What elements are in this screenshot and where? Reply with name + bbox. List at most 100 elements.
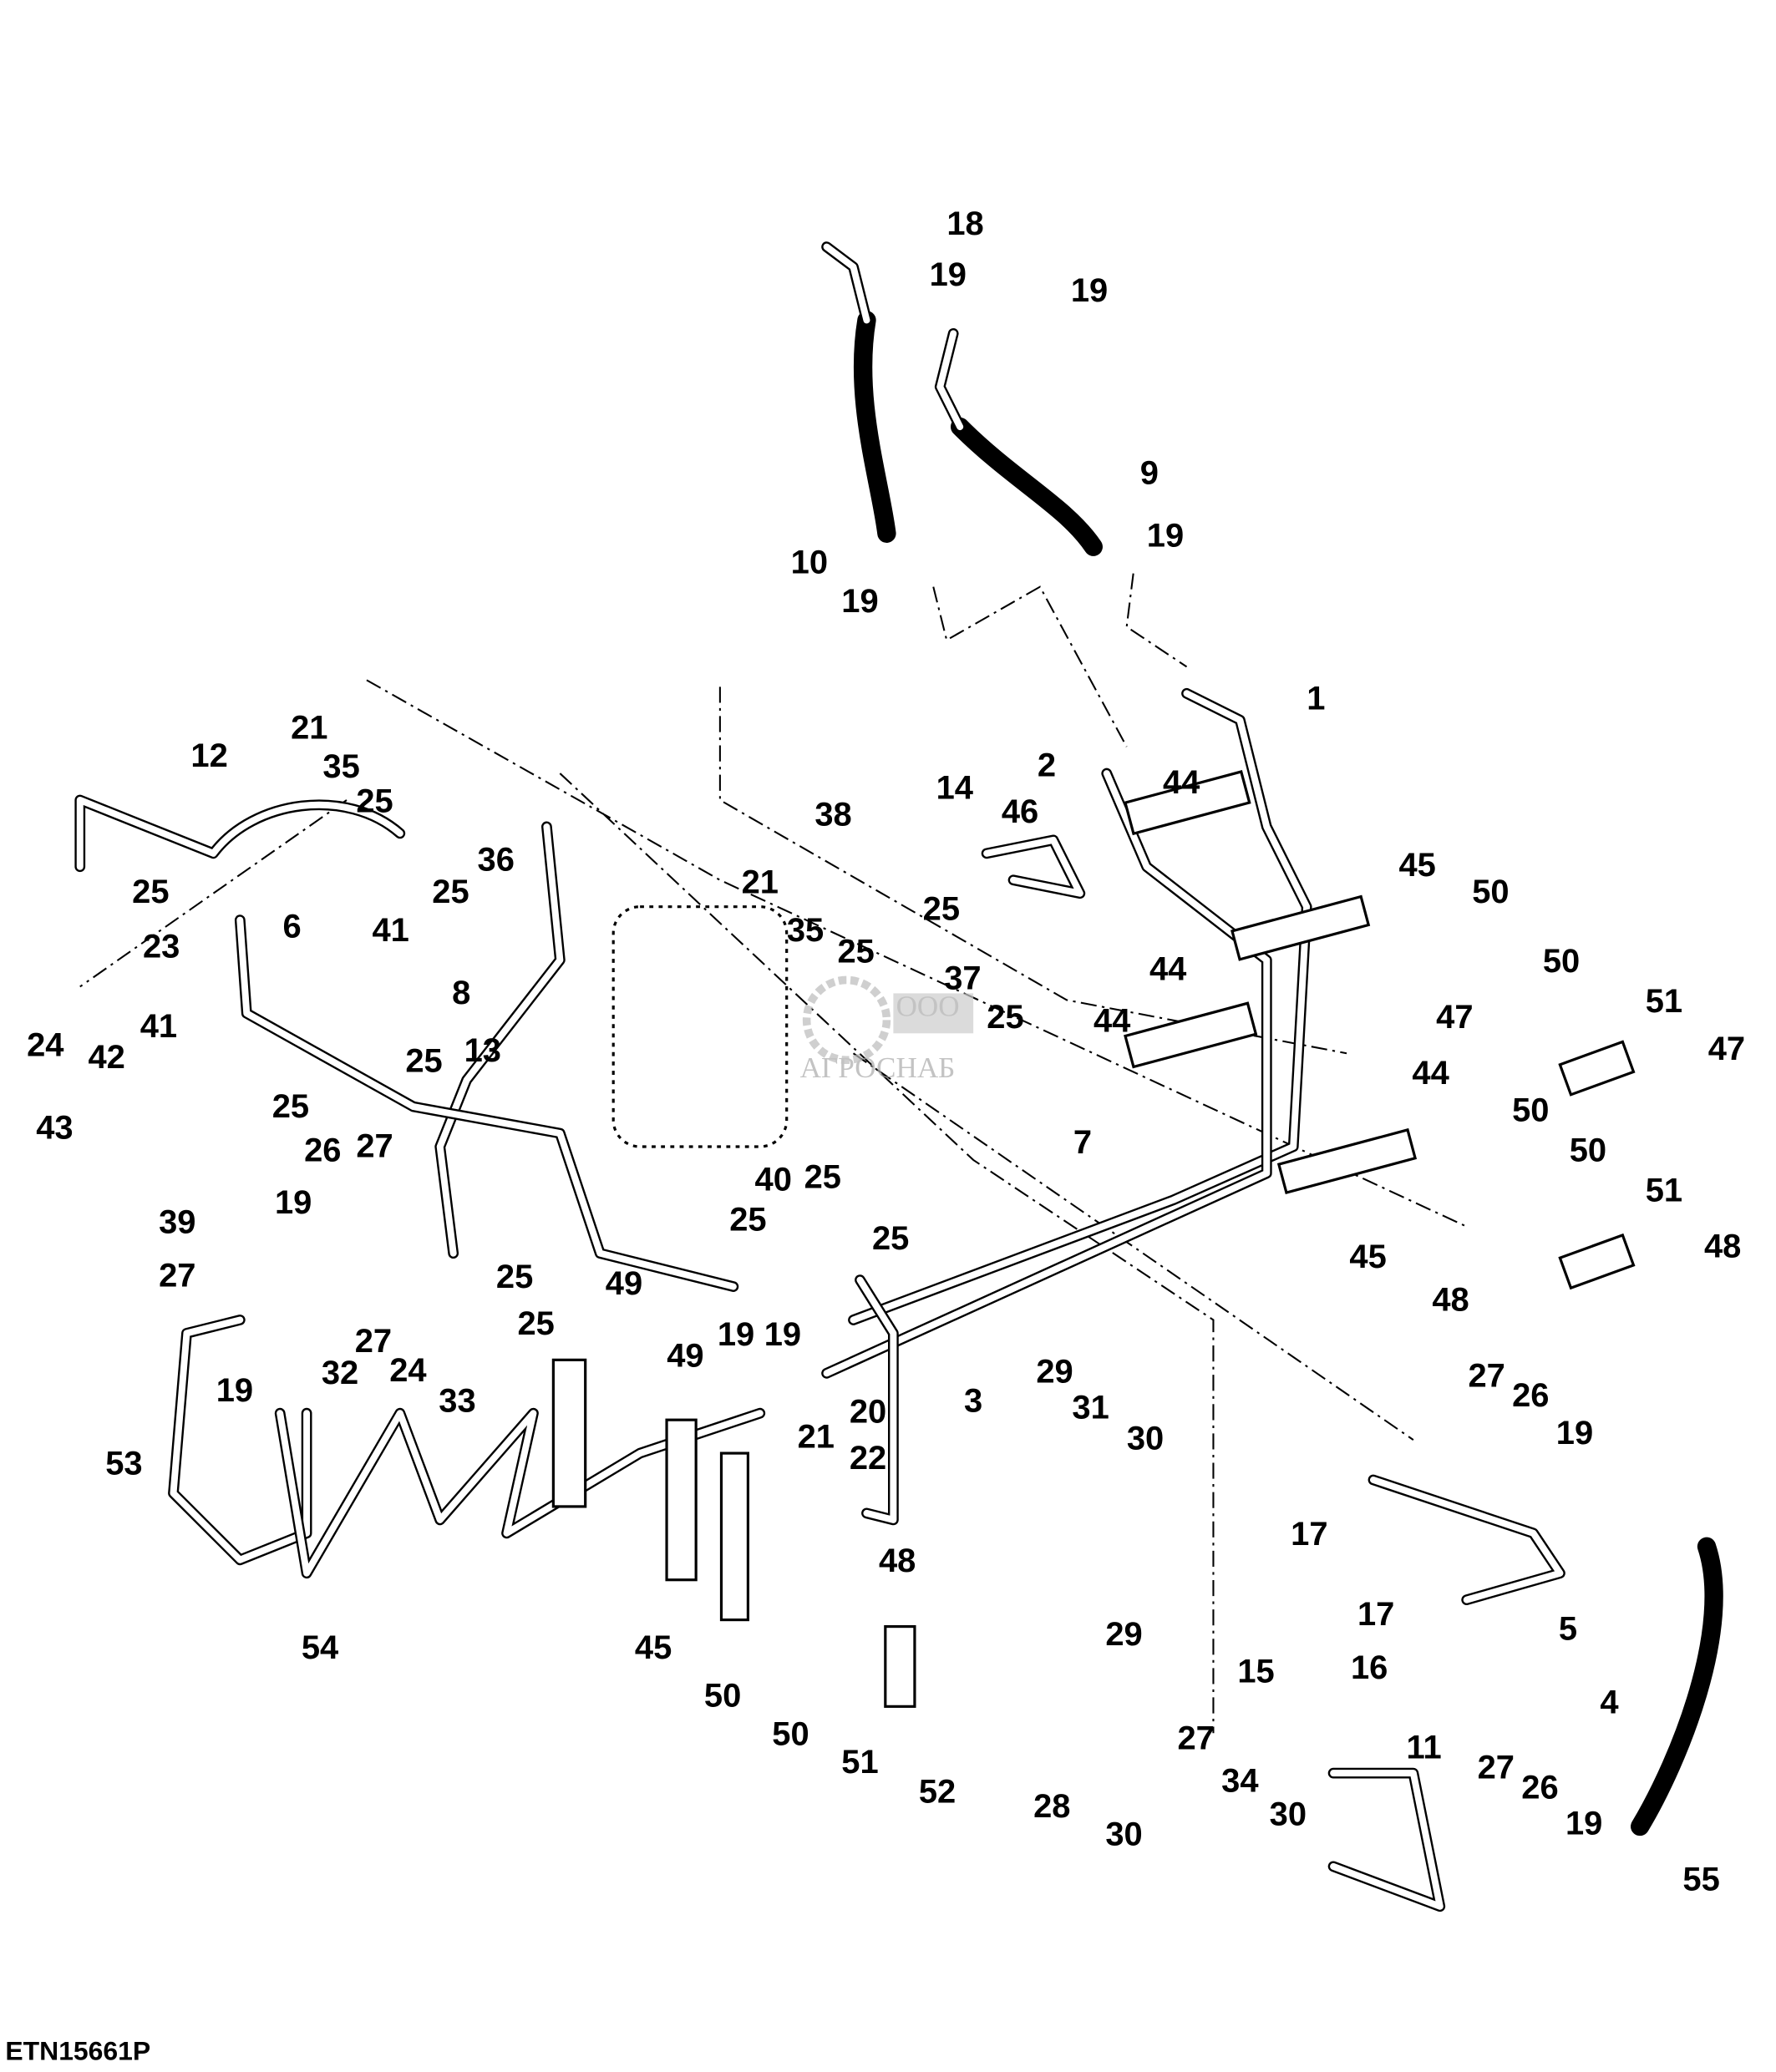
callout-label: 19	[216, 1372, 253, 1409]
callout-label: 19	[718, 1316, 754, 1353]
callout-label: 19	[1147, 518, 1184, 555]
callout-label: 19	[1565, 1806, 1602, 1842]
callout-label: 22	[850, 1440, 886, 1477]
callout-label: 50	[704, 1677, 741, 1714]
callout-label: 19	[764, 1316, 801, 1353]
callout-label: 10	[791, 545, 828, 581]
callout-label: 40	[755, 1162, 792, 1198]
callout-label: 25	[804, 1158, 841, 1195]
callout-label: 19	[1556, 1415, 1593, 1451]
callout-label: 25	[272, 1088, 309, 1125]
callout-label: 25	[432, 874, 469, 910]
callout-label: 25	[923, 891, 960, 928]
callout-label: 49	[606, 1265, 642, 1302]
callout-label: 46	[1002, 793, 1038, 830]
callout-label: 38	[814, 796, 851, 833]
callout-label: 21	[742, 864, 779, 901]
callout-label: 37	[944, 960, 981, 997]
callout-label: 15	[1237, 1654, 1274, 1690]
callout-label: 30	[1127, 1420, 1164, 1456]
callout-label: 53	[105, 1446, 142, 1482]
callout-label: 14	[936, 769, 973, 806]
callout-label: 34	[1221, 1762, 1258, 1799]
callout-label: 25	[356, 783, 393, 819]
callout-label: 24	[27, 1026, 63, 1063]
callout-label: 27	[1468, 1357, 1505, 1394]
callout-label: 25	[729, 1202, 766, 1239]
watermark-prefix: ООО	[896, 990, 960, 1023]
callout-label: 52	[919, 1773, 956, 1810]
callout-label: 48	[1432, 1281, 1469, 1318]
callout-label: 27	[1478, 1750, 1515, 1786]
callout-label: 43	[36, 1109, 73, 1146]
callout-label: 48	[879, 1543, 916, 1579]
watermark-logo: ООО АГРОСНАБ	[800, 975, 974, 1084]
callout-label: 44	[1412, 1055, 1449, 1092]
callout-label: 23	[143, 928, 180, 965]
callout-label: 31	[1072, 1390, 1109, 1426]
callout-label: 27	[355, 1323, 392, 1360]
callout-label: 16	[1351, 1649, 1388, 1686]
callout-label: 54	[302, 1629, 338, 1666]
callout-label: 55	[1682, 1862, 1719, 1898]
callout-label: 51	[1646, 983, 1682, 1020]
callout-label: 17	[1291, 1516, 1327, 1553]
callout-label: 45	[635, 1629, 672, 1666]
brackets	[551, 770, 1636, 1708]
callout-label: 44	[1163, 764, 1200, 801]
callout-label: 5	[1559, 1611, 1577, 1648]
callout-label: 50	[1570, 1132, 1606, 1169]
callout-label: 50	[1472, 874, 1509, 910]
callout-label: 17	[1357, 1596, 1394, 1633]
callout-label: 25	[405, 1043, 442, 1080]
callout-label: 19	[930, 256, 967, 293]
callout-label: 19	[1071, 272, 1108, 309]
callout-label: 12	[190, 737, 227, 774]
callout-label: 25	[132, 874, 169, 910]
callout-label: 50	[772, 1716, 809, 1753]
callout-label: 24	[389, 1352, 426, 1389]
callout-label: 39	[159, 1204, 195, 1241]
callout-label: 27	[159, 1258, 195, 1294]
callout-label: 42	[89, 1039, 125, 1076]
callout-label: 20	[850, 1393, 886, 1430]
callout-label: 45	[1349, 1239, 1386, 1275]
callout-label: 47	[1708, 1031, 1745, 1067]
callout-label: 30	[1270, 1796, 1307, 1832]
callout-label: 41	[372, 912, 408, 949]
callout-label: 3	[964, 1383, 982, 1420]
callout-label: 26	[304, 1132, 341, 1169]
pipes	[74, 241, 1723, 1912]
callout-label: 35	[787, 912, 824, 949]
callout-label: 19	[275, 1184, 312, 1221]
callout-label: 44	[1094, 1003, 1130, 1040]
diagram-id: ETN15661P	[5, 2035, 150, 2065]
callout-label: 30	[1105, 1816, 1142, 1852]
callout-label: 51	[1646, 1172, 1682, 1208]
callout-label: 28	[1033, 1788, 1070, 1825]
callout-label: 36	[478, 842, 515, 879]
callout-label: 25	[838, 934, 875, 970]
callout-label: 41	[140, 1008, 177, 1045]
watermark-name: АГРОСНАБ	[800, 1051, 956, 1084]
callout-label: 19	[841, 583, 878, 620]
callout-label: 45	[1398, 847, 1435, 884]
callout-label: 29	[1105, 1616, 1142, 1653]
callout-label: 6	[282, 908, 301, 945]
callout-label: 11	[1407, 1730, 1442, 1766]
callout-label: 27	[356, 1128, 393, 1165]
callout-label: 1	[1307, 680, 1325, 717]
callout-label: 50	[1512, 1092, 1549, 1129]
callout-label: 7	[1073, 1124, 1092, 1161]
valve-block	[611, 905, 789, 1148]
callout-label: 35	[322, 748, 359, 785]
callout-label: 48	[1704, 1228, 1741, 1264]
callout-label: 9	[1140, 455, 1159, 492]
callout-label: 18	[946, 205, 983, 242]
callout-label: 27	[1178, 1720, 1215, 1756]
callout-label: 21	[291, 710, 327, 747]
callout-label: 50	[1543, 943, 1580, 980]
